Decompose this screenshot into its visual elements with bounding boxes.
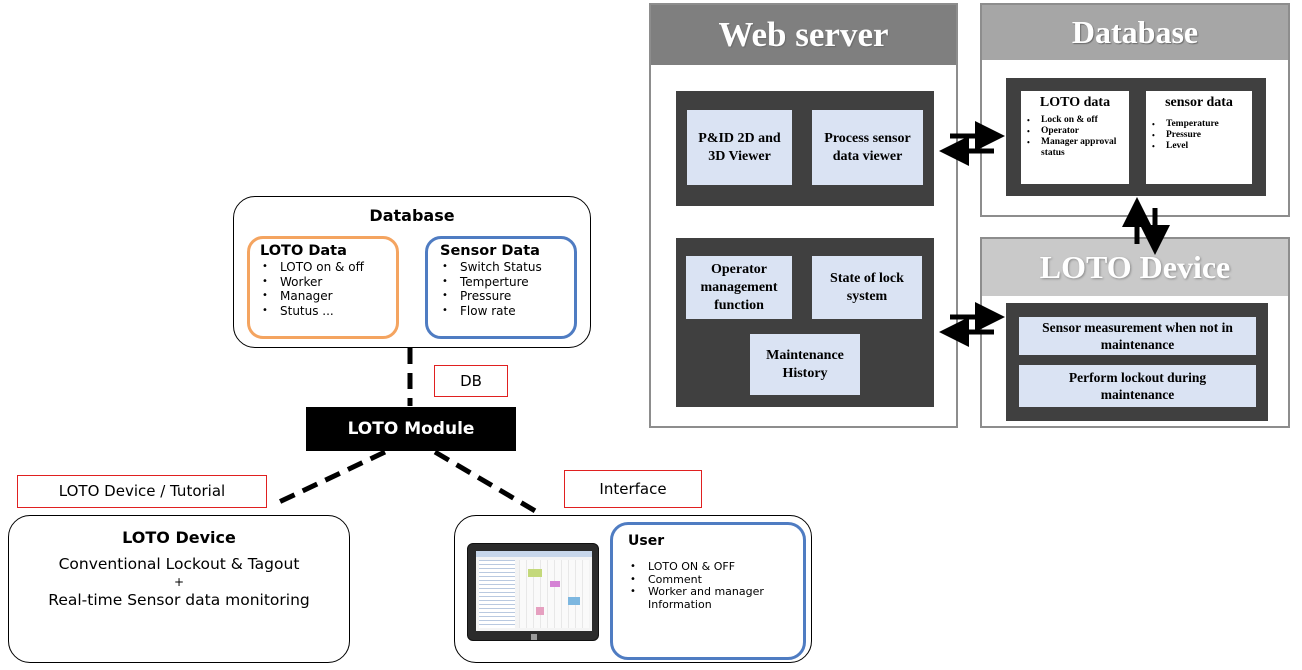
loto-module-box: LOTO Module — [306, 407, 516, 451]
user-title: User — [628, 533, 665, 549]
perform-lockout-box: Perform lockout during maintenance — [1019, 365, 1256, 407]
list-item: Worker and manager Information — [628, 585, 788, 611]
list-item: Pressure — [440, 289, 562, 304]
list-item: Temperture — [440, 275, 562, 290]
pid-viewer-box: P&ID 2D and 3D Viewer — [687, 110, 792, 185]
right-sensor-data-box: sensor data Temperature Pressure Level — [1146, 91, 1252, 184]
viewer-group: P&ID 2D and 3D Viewer Process sensor dat… — [676, 91, 934, 206]
right-sensor-data-list: Temperature Pressure Level — [1152, 119, 1246, 152]
list-item: Level — [1152, 141, 1246, 152]
list-item: Worker — [260, 275, 386, 290]
management-group: Operator management function State of lo… — [676, 238, 934, 407]
database-title: Database — [369, 206, 455, 225]
exchange-arrows-top — [939, 121, 1005, 166]
list-item: Manager approval status — [1027, 137, 1123, 159]
list-item: Pressure — [1152, 130, 1246, 141]
list-item: Temperature — [1152, 119, 1246, 130]
interface-box: User LOTO ON & OFF Comment Worker and ma… — [454, 515, 812, 663]
db-tag: DB — [434, 365, 508, 397]
sensor-measurement-box: Sensor measurement when not in maintenan… — [1019, 317, 1256, 355]
right-database-group: LOTO data Lock on & off Operator Manager… — [1006, 78, 1266, 196]
right-database-header: Database — [982, 5, 1288, 60]
web-server-header: Web server — [651, 5, 956, 65]
exchange-arrows-vertical — [1122, 197, 1170, 255]
list-item: Operator — [1027, 126, 1123, 137]
loto-data-title: LOTO Data — [260, 243, 347, 259]
right-loto-data-box: LOTO data Lock on & off Operator Manager… — [1021, 91, 1129, 184]
interface-tag: Interface — [564, 470, 702, 508]
right-loto-data-list: Lock on & off Operator Manager approval … — [1027, 115, 1123, 159]
right-sensor-data-title: sensor data — [1165, 95, 1233, 110]
loto-device-line2: Real-time Sensor data monitoring — [48, 591, 310, 609]
web-server-panel: Web server P&ID 2D and 3D Viewer Process… — [649, 3, 958, 428]
exchange-arrows-bottom — [939, 302, 1005, 347]
loto-device-title: LOTO Device — [122, 528, 236, 547]
sensor-data-list: Switch Status Temperture Pressure Flow r… — [440, 260, 562, 318]
right-loto-device-panel: LOTO Device Sensor measurement when not … — [980, 237, 1290, 428]
loto-device-plus: + — [173, 575, 185, 589]
process-viewer-box: Process sensor data viewer — [812, 110, 923, 185]
right-loto-device-header: LOTO Device — [982, 239, 1288, 296]
tablet-image — [467, 543, 599, 641]
user-panel: User LOTO ON & OFF Comment Worker and ma… — [610, 522, 806, 660]
list-item: Lock on & off — [1027, 115, 1123, 126]
loto-device-box: LOTO Device Conventional Lockout & Tagou… — [8, 515, 350, 663]
windows-icon — [531, 634, 537, 640]
user-list: LOTO ON & OFF Comment Worker and manager… — [628, 560, 793, 611]
database-box: Database LOTO Data LOTO on & off Worker … — [233, 196, 591, 348]
sensor-data-panel: Sensor Data Switch Status Temperture Pre… — [425, 236, 577, 339]
loto-device-tutorial-tag: LOTO Device / Tutorial — [17, 475, 267, 508]
right-loto-device-group: Sensor measurement when not in maintenan… — [1006, 303, 1268, 421]
list-item: Flow rate — [440, 304, 562, 319]
list-item: Manager — [260, 289, 386, 304]
list-item: Switch Status — [440, 260, 562, 275]
module-to-device-line — [275, 449, 387, 506]
loto-device-line1: Conventional Lockout & Tagout — [58, 555, 300, 573]
loto-data-panel: LOTO Data LOTO on & off Worker Manager S… — [247, 236, 399, 339]
operator-management-box: Operator management function — [686, 256, 792, 319]
sensor-data-title: Sensor Data — [440, 243, 540, 259]
list-item: Stutus ... — [260, 304, 386, 319]
list-item: LOTO ON & OFF — [628, 560, 793, 574]
list-item: LOTO on & off — [260, 260, 386, 275]
maintenance-history-box: Maintenance History — [750, 334, 860, 395]
loto-data-list: LOTO on & off Worker Manager Stutus ... — [260, 260, 386, 318]
module-to-interface-line — [433, 449, 539, 515]
list-item: Comment — [628, 573, 793, 587]
right-loto-data-title: LOTO data — [1039, 95, 1111, 110]
lock-state-box: State of lock system — [812, 256, 922, 319]
tablet-screen — [476, 551, 592, 631]
right-database-panel: Database LOTO data Lock on & off Operato… — [980, 3, 1290, 217]
